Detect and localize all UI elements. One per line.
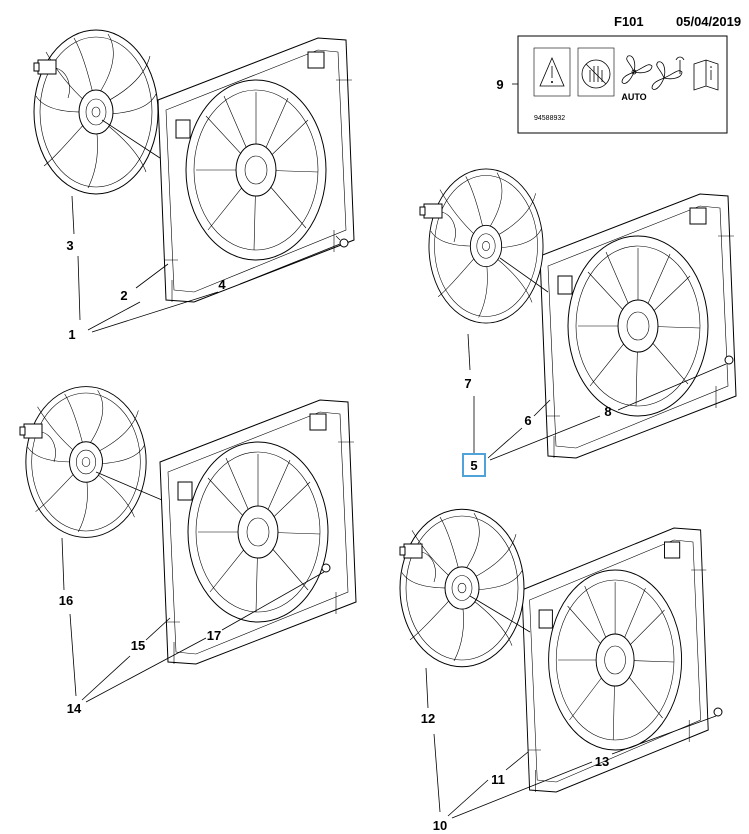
fan-auto-icon: AUTO <box>621 55 653 102</box>
callout-1: 1 <box>68 327 75 342</box>
assembly-14 <box>19 386 357 665</box>
callout-9: 9 <box>496 77 503 92</box>
highlight-box <box>462 453 486 477</box>
callout-10: 10 <box>433 818 447 833</box>
diagram-code: F101 <box>614 14 644 29</box>
callout-14: 14 <box>67 701 82 716</box>
callout-11: 11 <box>491 772 505 787</box>
part-number: 94588932 <box>534 115 565 122</box>
auto-text: AUTO <box>621 92 646 102</box>
callout-13: 13 <box>595 754 609 769</box>
callout-7: 7 <box>464 376 471 391</box>
callout-12: 12 <box>421 711 435 726</box>
callout-3: 3 <box>66 238 73 253</box>
warning-label: AUTO 94588932 <box>512 35 728 134</box>
label-box-outline <box>517 35 728 134</box>
callout-15: 15 <box>131 638 145 653</box>
callout-8: 8 <box>604 404 611 419</box>
manual-info-icon <box>693 59 719 91</box>
diagram-date: 05/04/2019 <box>676 14 742 29</box>
callout-17: 17 <box>207 628 221 643</box>
callout-16: 16 <box>59 593 73 608</box>
callout-5: 5 <box>470 458 477 473</box>
warning-triangle-icon <box>533 47 571 97</box>
callout-6: 6 <box>524 413 531 428</box>
assembly-5 <box>419 168 737 459</box>
callouts: 1 2 3 4 5 6 7 8 9 10 11 12 13 14 15 16 1… <box>59 77 612 833</box>
assembly-1 <box>33 29 355 303</box>
leader-lines <box>61 195 727 819</box>
no-hands-icon <box>577 47 615 97</box>
callout-4: 4 <box>218 277 226 292</box>
fan-hot-icon <box>651 56 685 90</box>
assembly-10 <box>399 508 723 793</box>
callout-2: 2 <box>120 288 127 303</box>
